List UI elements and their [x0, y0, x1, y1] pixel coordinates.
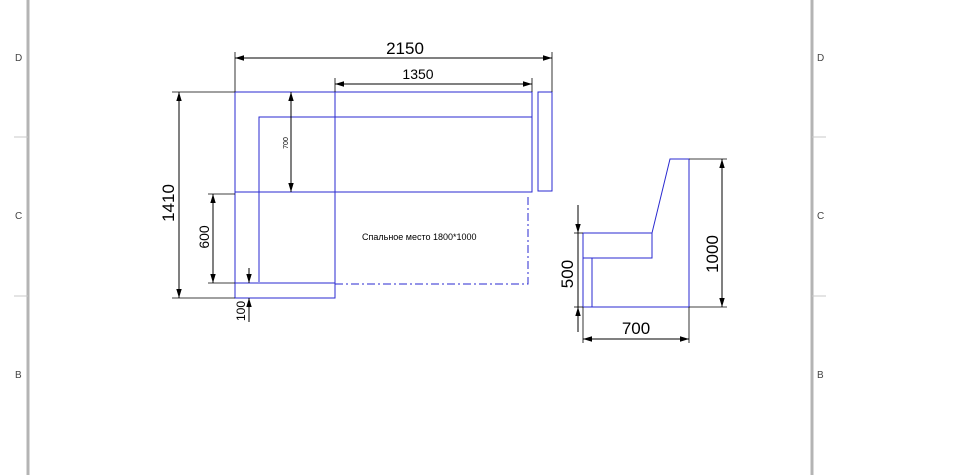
zone-label-right-d: D [817, 53, 824, 64]
sleeping-area-outline [335, 194, 529, 285]
dim-label-base-offset: 100 [234, 301, 248, 321]
zone-label-right-b: B [817, 370, 824, 381]
side-profile-outline [582, 158, 690, 308]
inner-seat-line [258, 116, 532, 282]
sofa-outline [234, 91, 553, 299]
dim-label-inner-width: 1350 [402, 66, 433, 82]
zone-label-left-d: D [15, 53, 22, 64]
zone-label-right-c: C [817, 211, 824, 222]
dim-label-back-depth: 700 [283, 137, 290, 149]
dim-label-height: 1000 [703, 235, 722, 273]
dim-label-overall-width: 2150 [386, 39, 424, 58]
seat-cushion-line [583, 233, 653, 259]
zone-label-left-b: B [15, 370, 22, 381]
side-view: 1000 500 700 [558, 158, 727, 343]
dim-label-depth: 700 [622, 319, 650, 338]
plan-view: 2150 1350 1410 700 600 100 Спальное мест… [159, 39, 553, 322]
sleeping-place-note: Спальное место 1800*1000 [362, 232, 477, 242]
zone-label-left-c: C [15, 211, 22, 222]
sofa-side-profile [582, 158, 690, 308]
dim-label-overall-depth: 1410 [159, 184, 178, 222]
sheet-frame: D C B D C B [14, 0, 826, 475]
back-section-outline [235, 91, 533, 193]
dim-label-seat-height: 500 [558, 260, 577, 288]
armrest-outline [537, 91, 553, 192]
dim-label-seat-depth: 600 [196, 225, 212, 249]
corner-section-outline [234, 91, 336, 299]
